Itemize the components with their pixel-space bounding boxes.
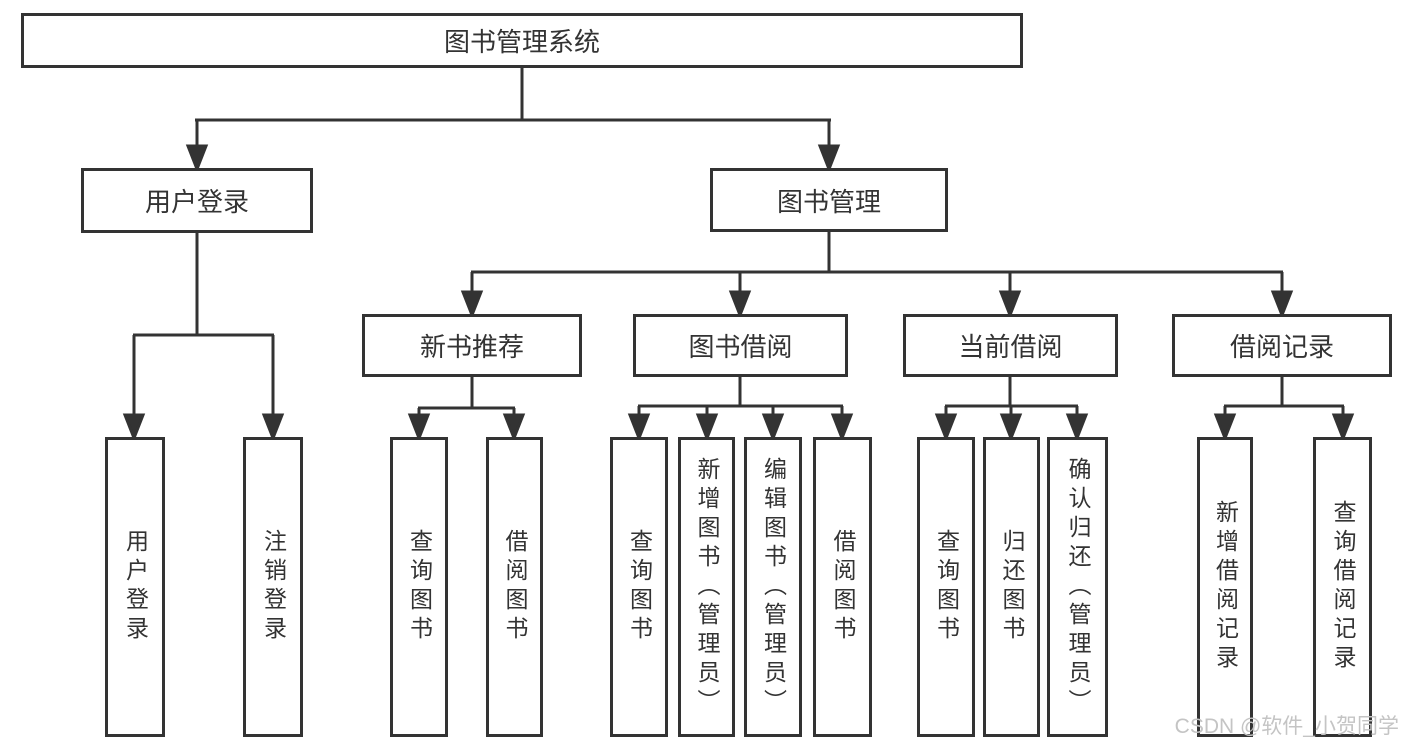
leaf-query-books-current: 查询图书 xyxy=(917,437,975,737)
node-new-book-recommend: 新书推荐 xyxy=(362,314,582,377)
leaf-label: 归还图书 xyxy=(999,529,1025,645)
leaf-query-borrow-record: 查询借阅记录 xyxy=(1313,437,1372,737)
node-book-management: 图书管理 xyxy=(710,168,948,232)
leaf-user-login: 用户登录 xyxy=(105,437,165,737)
leaf-label: 借阅图书 xyxy=(830,529,856,645)
leaf-label: 编辑图书（管理员） xyxy=(760,456,787,718)
leaf-label: 借阅图书 xyxy=(502,529,528,645)
leaf-logout: 注销登录 xyxy=(243,437,303,737)
node-root: 图书管理系统 xyxy=(21,13,1023,68)
leaf-edit-books-admin: 编辑图书（管理员） xyxy=(744,437,802,737)
leaf-confirm-return-admin: 确认归还（管理员） xyxy=(1047,437,1108,737)
leaf-label: 新增借阅记录 xyxy=(1212,500,1239,674)
leaf-label: 查询图书 xyxy=(406,529,433,645)
watermark: CSDN @软件_小贺同学 xyxy=(1174,715,1399,738)
leaf-label: 新增图书（管理员） xyxy=(694,456,720,718)
leaf-label: 查询借阅记录 xyxy=(1330,500,1356,674)
node-user-login: 用户登录 xyxy=(81,168,313,233)
leaf-return-books: 归还图书 xyxy=(983,437,1040,737)
leaf-label: 查询图书 xyxy=(626,529,653,645)
leaf-add-borrow-record: 新增借阅记录 xyxy=(1197,437,1253,737)
node-current-borrow: 当前借阅 xyxy=(903,314,1118,377)
leaf-label: 用户登录 xyxy=(122,529,149,645)
node-book-borrow: 图书借阅 xyxy=(633,314,848,377)
leaf-borrow-books-recommend: 借阅图书 xyxy=(486,437,543,737)
leaf-add-books-admin: 新增图书（管理员） xyxy=(678,437,735,737)
leaf-label: 查询图书 xyxy=(933,529,960,645)
node-borrow-records: 借阅记录 xyxy=(1172,314,1392,377)
leaf-borrow-books-borrow: 借阅图书 xyxy=(813,437,872,737)
leaf-query-books-borrow: 查询图书 xyxy=(610,437,668,737)
leaf-label: 确认归还（管理员） xyxy=(1065,456,1091,718)
leaf-label: 注销登录 xyxy=(260,529,287,645)
leaf-query-books-recommend: 查询图书 xyxy=(390,437,448,737)
